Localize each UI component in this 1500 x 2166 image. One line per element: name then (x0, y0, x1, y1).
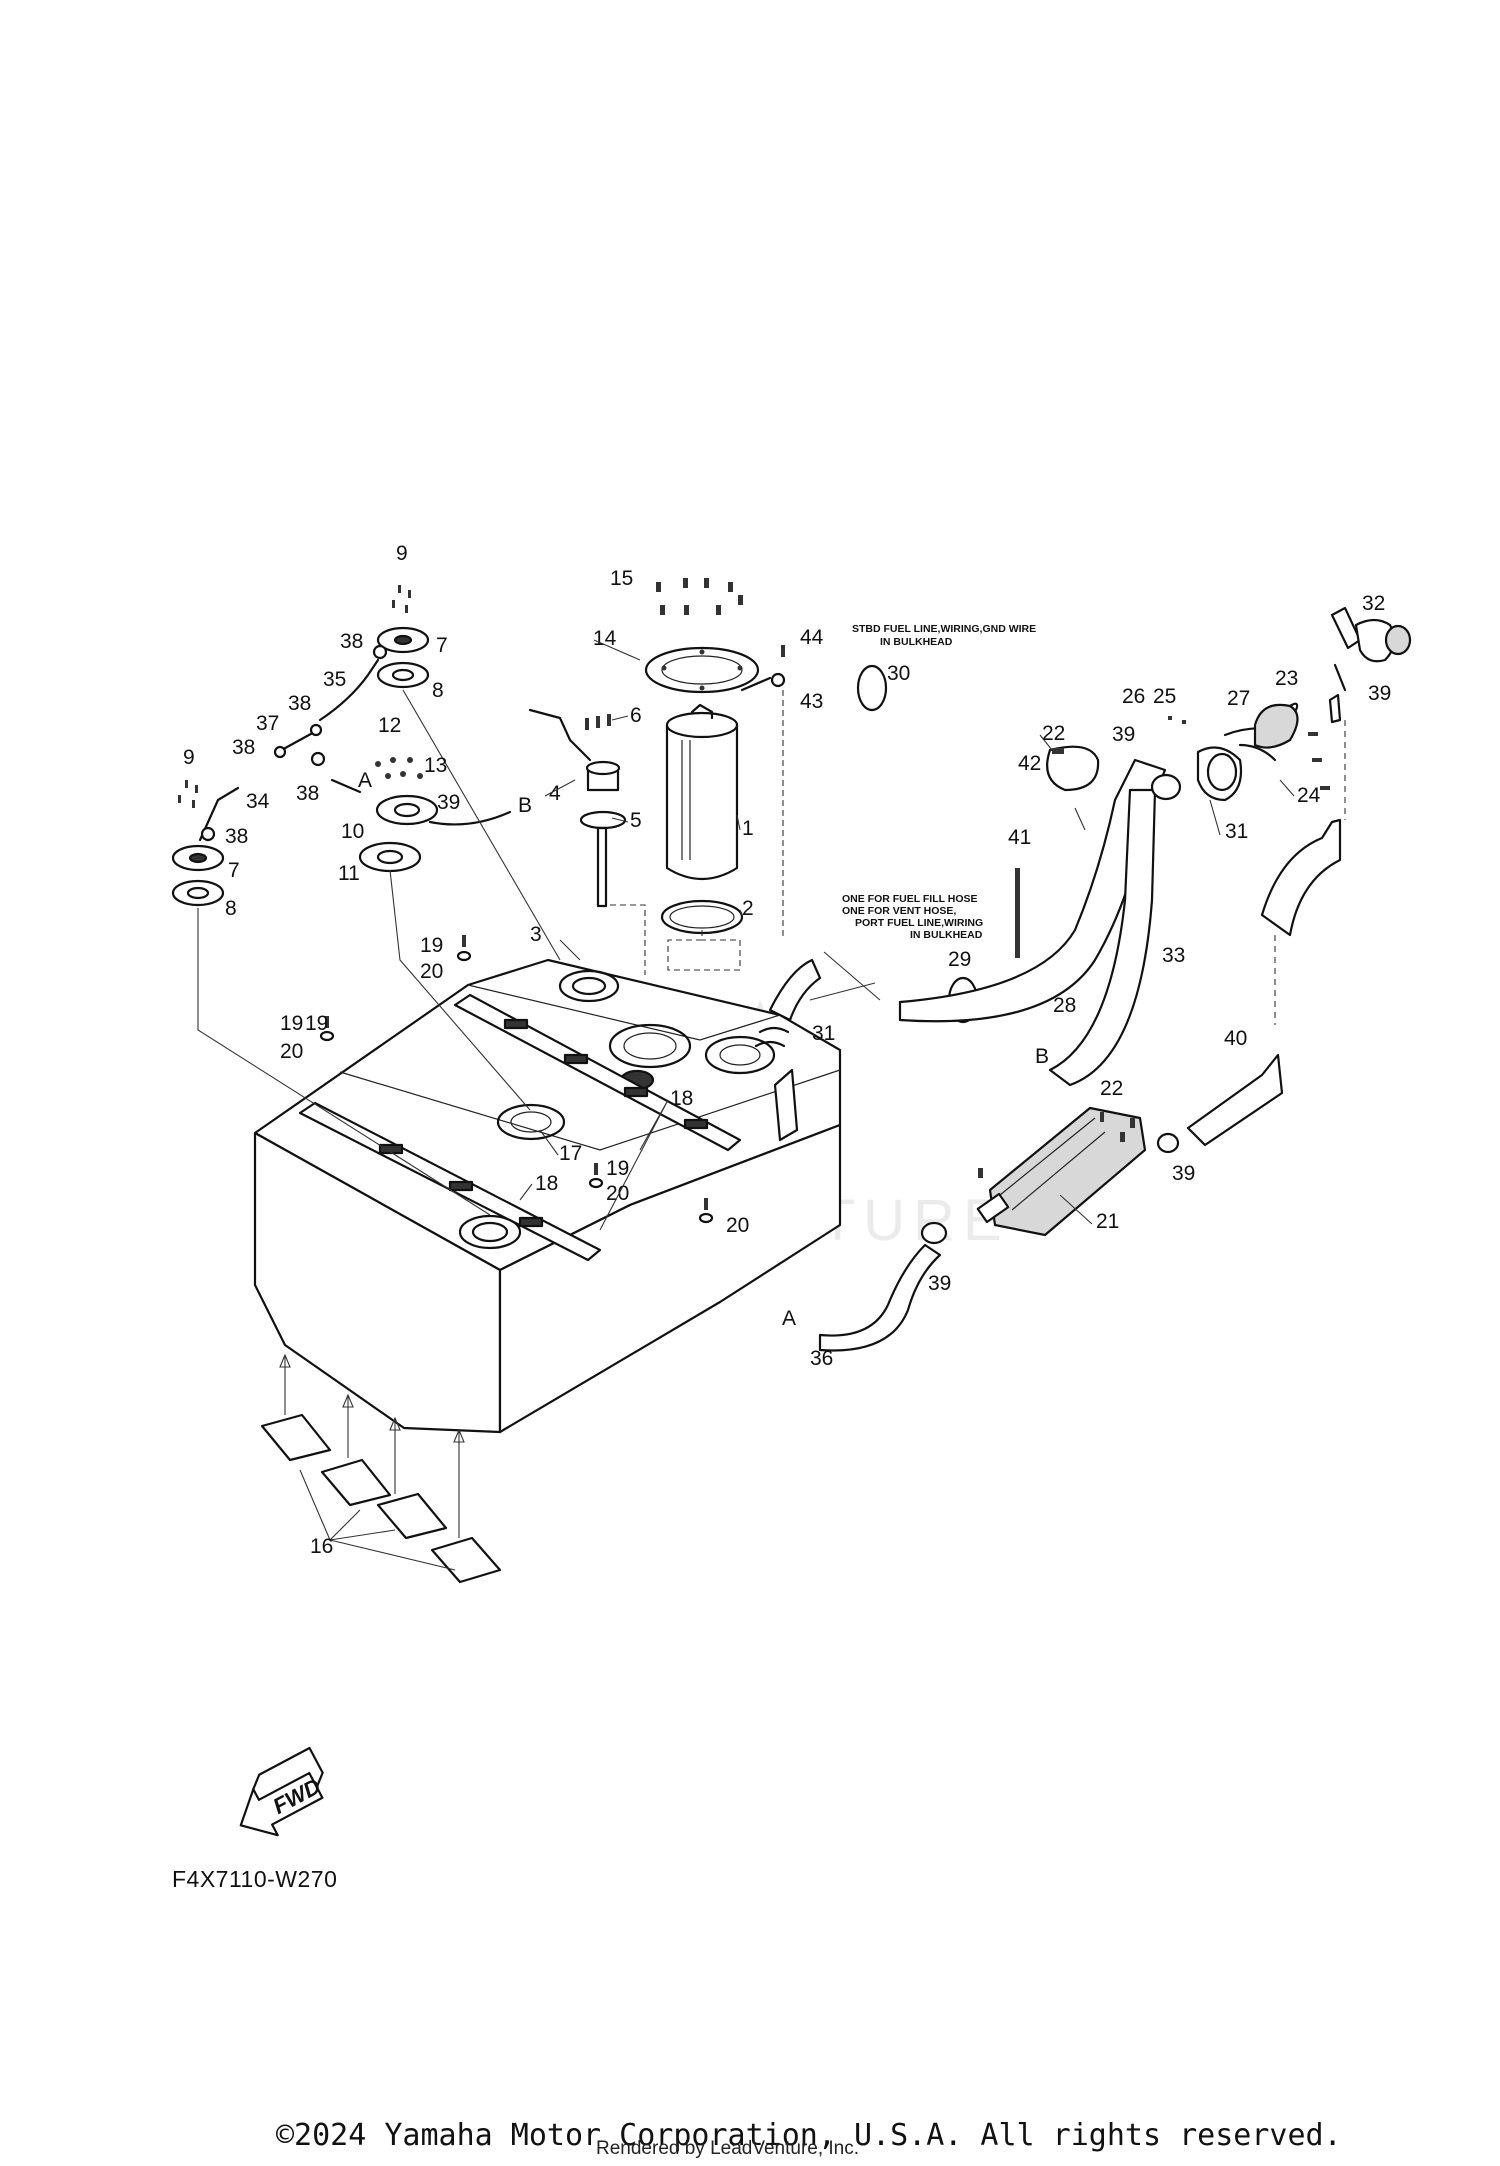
callout: 3 (530, 923, 542, 946)
callout: 9 (396, 542, 408, 565)
fuel-fill-hoses (754, 758, 1182, 1087)
callout: 37 (256, 712, 279, 735)
callout-leaders (519, 639, 1295, 1231)
connection-label-b: B (1035, 1045, 1049, 1068)
callout: 16 (310, 1535, 333, 1558)
callout: 1 (742, 817, 754, 840)
callout: 20 (420, 960, 443, 983)
vent-fittings-left (171, 585, 561, 1216)
callout: 18 (670, 1087, 693, 1110)
callout: 28 (1053, 994, 1076, 1017)
callout: 18 (535, 1172, 558, 1195)
callout: 22 (1042, 722, 1065, 745)
connection-label-a: A (358, 769, 372, 792)
level-sender (528, 708, 627, 908)
callout: 15 (610, 567, 633, 590)
callout: 12 (378, 714, 401, 737)
callout: 19 (305, 1012, 328, 1035)
callout: 7 (228, 859, 240, 882)
callout: 36 (810, 1347, 833, 1370)
note-line: PORT FUEL LINE,WIRING (855, 917, 983, 929)
callout: 29 (948, 948, 971, 971)
note-line: ONE FOR VENT HOSE, (842, 905, 956, 917)
callout: 38 (340, 630, 363, 653)
callout: 38 (225, 825, 248, 848)
rendered-by-notice: Rendered by LeadVenture, Inc. (596, 2138, 860, 2159)
callout: 5 (630, 809, 642, 832)
port-bulkhead-note: ONE FOR FUEL FILL HOSE ONE FOR VENT HOSE… (842, 893, 983, 941)
hose-connection-labels: A B A B (358, 769, 1049, 1330)
callout: 19 (280, 1012, 303, 1035)
filler-neck-cap (1168, 702, 1330, 802)
callout: 39 (1368, 682, 1391, 705)
callout: 41 (1008, 826, 1031, 849)
note-line: IN BULKHEAD (910, 929, 983, 941)
vent-valve (1186, 606, 1412, 1147)
callout: 20 (280, 1040, 303, 1063)
callout: 2 (742, 897, 754, 920)
hardware (319, 645, 1104, 1224)
callout: 38 (232, 736, 255, 759)
note-line: STBD FUEL LINE,WIRING,GND WIRE (852, 623, 1036, 635)
callout: 42 (1018, 752, 1041, 775)
callout: 40 (1224, 1027, 1247, 1050)
callout: 20 (606, 1182, 629, 1205)
callout: 20 (726, 1214, 749, 1237)
connection-label-b: B (518, 794, 532, 817)
note-line: IN BULKHEAD (880, 636, 953, 648)
callout: 38 (288, 692, 311, 715)
fuel-tank (253, 958, 842, 1434)
callout: 30 (887, 662, 910, 685)
tank-pads (260, 1353, 502, 1584)
callout: 13 (424, 754, 447, 777)
callout: 23 (1275, 667, 1298, 690)
callout: 39 (1172, 1162, 1195, 1185)
fuel-pump-module (610, 578, 784, 975)
fuel-filter-canister (818, 1106, 1180, 1352)
callout: 19 (420, 934, 443, 957)
copyright-notice: ©2024 Yamaha Motor Corporation, U.S.A. A… (276, 2118, 1342, 2153)
callout: 39 (437, 791, 460, 814)
callout: 33 (1162, 944, 1185, 967)
callout: 9 (183, 746, 195, 769)
callout: 44 (800, 626, 824, 649)
callout: 24 (1297, 784, 1321, 807)
stbd-bulkhead-note: STBD FUEL LINE,WIRING,GND WIRE IN BULKHE… (852, 623, 1036, 648)
callout: 10 (341, 820, 364, 843)
callout: 17 (559, 1142, 582, 1165)
callout: 31 (812, 1022, 835, 1045)
connection-label-a: A (782, 1307, 796, 1330)
callout: 4 (549, 782, 561, 805)
callout: 22 (1100, 1077, 1123, 1100)
callout: 39 (928, 1272, 951, 1295)
callout: 14 (593, 627, 617, 650)
callout: 26 (1122, 685, 1145, 708)
callout: 7 (436, 634, 448, 657)
callout: 35 (323, 668, 346, 691)
callout: 43 (800, 690, 823, 713)
callout: 8 (432, 679, 444, 702)
forward-direction-indicator: FWD (239, 1746, 325, 1837)
callout: 21 (1096, 1210, 1119, 1233)
callout: 27 (1227, 687, 1250, 710)
callout: 31 (1225, 820, 1248, 843)
callout: 32 (1362, 592, 1385, 615)
callout: 8 (225, 897, 237, 920)
part-callouts: 1 2 3 4 5 6 7 7 8 8 9 9 10 11 12 13 14 1… (183, 542, 1391, 1558)
diagram-reference-code: F4X7110-W270 (172, 1866, 338, 1892)
callout: 34 (246, 790, 270, 813)
callout: 39 (1112, 723, 1135, 746)
callout: 6 (630, 704, 642, 727)
callout: 25 (1153, 685, 1176, 708)
callout: 38 (296, 782, 319, 805)
callout: 19 (606, 1157, 629, 1180)
callout: 11 (338, 862, 360, 885)
note-line: ONE FOR FUEL FILL HOSE (842, 893, 978, 905)
